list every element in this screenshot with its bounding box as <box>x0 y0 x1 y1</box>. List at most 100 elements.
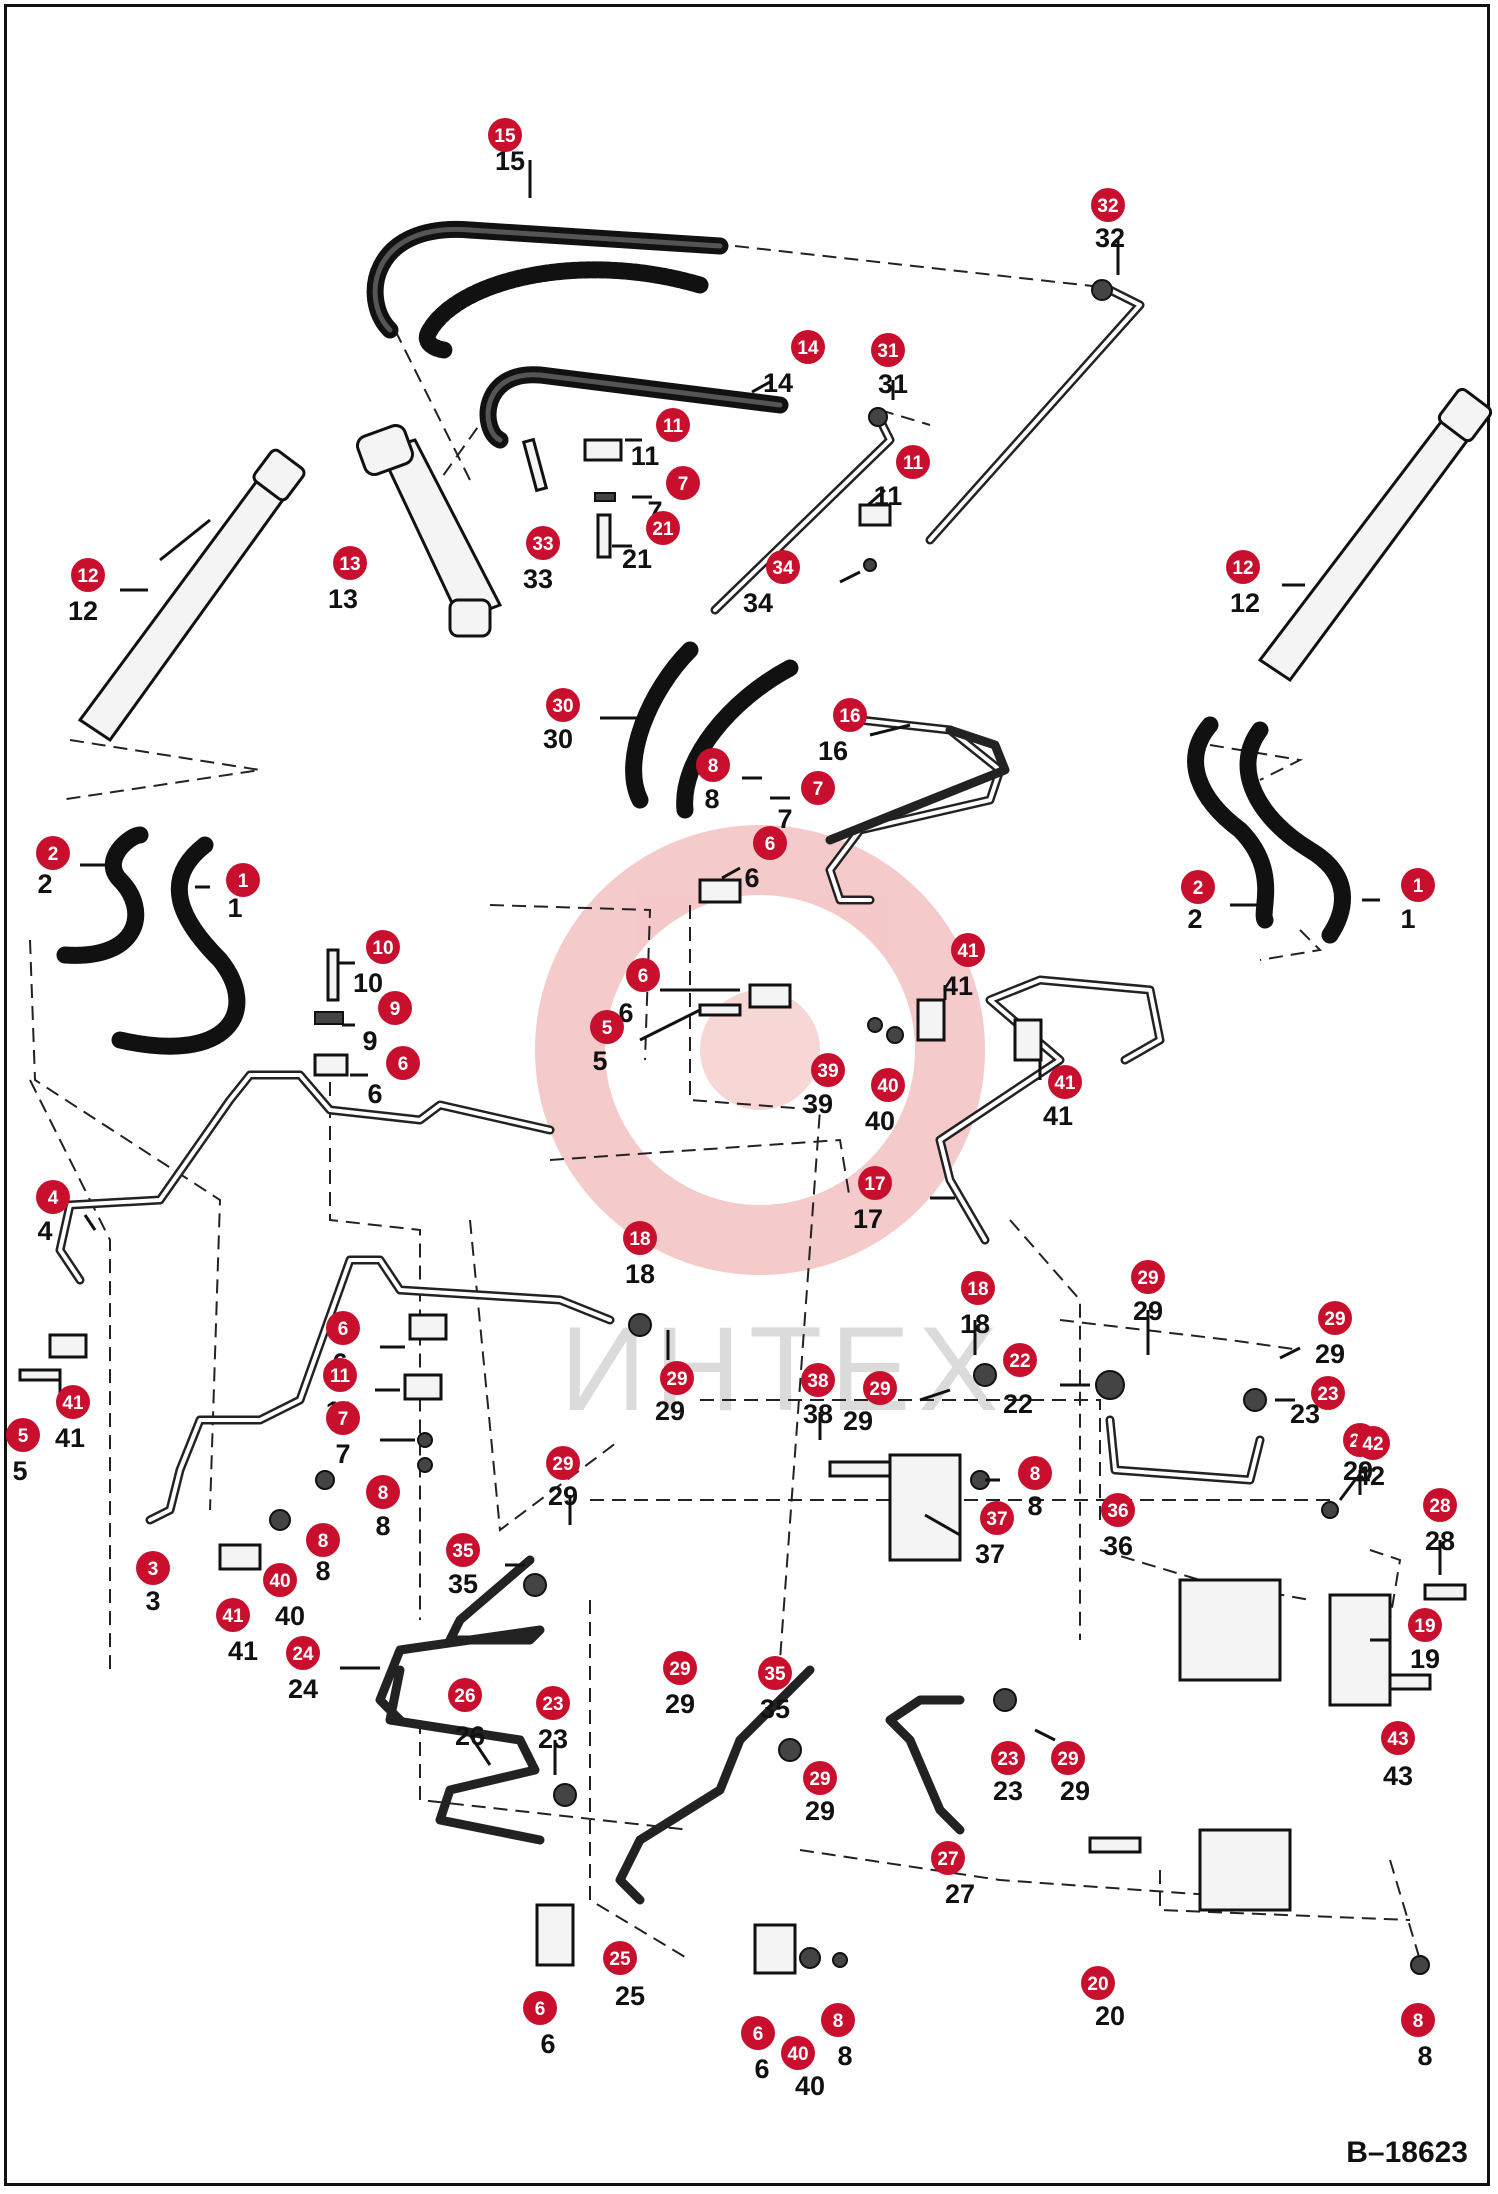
callout-badge-icon[interactable] <box>753 826 787 860</box>
callout-badge-icon[interactable] <box>660 1361 694 1395</box>
callout-badge-icon[interactable] <box>1081 1966 1115 2000</box>
callout-badge-icon[interactable] <box>1381 1721 1415 1755</box>
callout-badge-icon[interactable] <box>980 1501 1014 1535</box>
callout-badge-icon[interactable] <box>378 991 412 1025</box>
leader-line <box>468 1734 492 1766</box>
callout-layer: 1515323214143131111177212133331111343413… <box>6 118 1457 2101</box>
callout-badge-icon[interactable] <box>546 688 580 722</box>
callout-badge-icon[interactable] <box>811 1053 845 1087</box>
callout-badge-icon[interactable] <box>666 466 700 500</box>
callout-badge-icon[interactable] <box>931 1841 965 1875</box>
callout-badge-icon[interactable] <box>226 863 260 897</box>
callout-badge-icon[interactable] <box>446 1533 480 1567</box>
callout-badge-icon[interactable] <box>1048 1065 1082 1099</box>
callout-badge-icon[interactable] <box>6 1418 40 1452</box>
callout-badge-icon[interactable] <box>863 1371 897 1405</box>
callout-badge-icon[interactable] <box>896 445 930 479</box>
callout-badge-icon[interactable] <box>696 748 730 782</box>
callout-badge-icon[interactable] <box>821 2003 855 2037</box>
callout-badge-icon[interactable] <box>871 333 905 367</box>
callout-badge-icon[interactable] <box>991 1741 1025 1775</box>
reference-number: 29 <box>1343 1456 1373 1486</box>
callout-badge-icon[interactable] <box>961 1271 995 1305</box>
nut-39 <box>867 1017 883 1033</box>
callout-badge-icon[interactable] <box>741 2016 775 2050</box>
callout-badge-icon[interactable] <box>36 836 70 870</box>
callout-badge-icon[interactable] <box>1091 188 1125 222</box>
callout-badge-icon[interactable] <box>1401 2003 1435 2037</box>
callout-badge-icon[interactable] <box>136 1551 170 1585</box>
callout-badge-icon[interactable] <box>36 1180 70 1214</box>
callout-badge-icon[interactable] <box>656 408 690 442</box>
callout-c6e: 66 <box>523 1991 557 2059</box>
callout-badge-icon[interactable] <box>488 118 522 152</box>
callout-badge-icon[interactable] <box>366 930 400 964</box>
callout-badge-icon[interactable] <box>326 1311 360 1345</box>
callout-badge-icon[interactable] <box>216 1598 250 1632</box>
callout-badge-icon[interactable] <box>1311 1376 1345 1410</box>
callout-badge-icon[interactable] <box>781 2036 815 2070</box>
callout-badge-icon[interactable] <box>590 1010 624 1044</box>
callout-badge-icon[interactable] <box>1226 550 1260 584</box>
callout-badge-number: 33 <box>532 534 553 555</box>
callout-badge-icon[interactable] <box>871 1068 905 1102</box>
callout-badge-number: 20 <box>1087 1974 1108 1995</box>
fitting-32 <box>1091 279 1113 301</box>
callout-badge-icon[interactable] <box>801 771 835 805</box>
callout-badge-icon[interactable] <box>56 1385 90 1419</box>
callout-badge-number: 2 <box>48 844 59 865</box>
callout-badge-icon[interactable] <box>323 1358 357 1392</box>
callout-badge-number: 5 <box>602 1018 613 1039</box>
callout-badge-icon[interactable] <box>951 933 985 967</box>
callout-badge-icon[interactable] <box>448 1678 482 1712</box>
callout-badge-icon[interactable] <box>663 1651 697 1685</box>
callout-badge-icon[interactable] <box>801 1363 835 1397</box>
callout-badge-icon[interactable] <box>858 1166 892 1200</box>
callout-badge-number: 7 <box>338 1409 349 1430</box>
callout-badge-icon[interactable] <box>71 558 105 592</box>
callout-c8d: 88 <box>306 1523 340 1586</box>
callout-badge-icon[interactable] <box>1356 1426 1390 1460</box>
callout-badge-icon[interactable] <box>766 550 800 584</box>
fitting-18a <box>628 1313 652 1337</box>
callout-badge-icon[interactable] <box>333 546 367 580</box>
reference-number: 8 <box>1027 1491 1042 1521</box>
callout-badge-icon[interactable] <box>1181 870 1215 904</box>
callout-badge-icon[interactable] <box>1408 1608 1442 1642</box>
callout-badge-icon[interactable] <box>263 1563 297 1597</box>
callout-badge-icon[interactable] <box>1423 1488 1457 1522</box>
callout-badge-icon[interactable] <box>1401 868 1435 902</box>
callout-badge-icon[interactable] <box>1003 1343 1037 1377</box>
callout-badge-icon[interactable] <box>626 958 660 992</box>
callout-badge-icon[interactable] <box>1051 1741 1085 1775</box>
callout-badge-icon[interactable] <box>646 511 680 545</box>
callout-badge-icon[interactable] <box>1018 1456 1052 1490</box>
callout-badge-icon[interactable] <box>523 1991 557 2025</box>
callout-badge-icon[interactable] <box>536 1686 570 1720</box>
reference-number: 23 <box>993 1776 1023 1806</box>
callout-badge-icon[interactable] <box>286 1636 320 1670</box>
callout-badge-icon[interactable] <box>546 1446 580 1480</box>
callout-badge-number: 24 <box>292 1644 314 1665</box>
callout-badge-number: 29 <box>669 1659 690 1680</box>
callout-badge-icon[interactable] <box>386 1046 420 1080</box>
callout-badge-icon[interactable] <box>791 330 825 364</box>
callout-badge-icon[interactable] <box>758 1656 792 1690</box>
callout-badge-icon[interactable] <box>366 1475 400 1509</box>
callout-badge-icon[interactable] <box>526 526 560 560</box>
leader-line <box>1338 1479 1357 1501</box>
callout-badge-icon[interactable] <box>603 1941 637 1975</box>
callout-badge-icon[interactable] <box>803 1761 837 1795</box>
callout-badge-icon[interactable] <box>1101 1493 1135 1527</box>
callout-badge-icon[interactable] <box>1318 1301 1352 1335</box>
callout-badge-icon[interactable] <box>1131 1260 1165 1294</box>
callout-badge-icon[interactable] <box>833 698 867 732</box>
callout-badge-icon[interactable] <box>326 1401 360 1435</box>
callout-badge-icon[interactable] <box>306 1523 340 1557</box>
callout-badge-icon[interactable] <box>623 1221 657 1255</box>
fitting-18b <box>973 1363 997 1387</box>
